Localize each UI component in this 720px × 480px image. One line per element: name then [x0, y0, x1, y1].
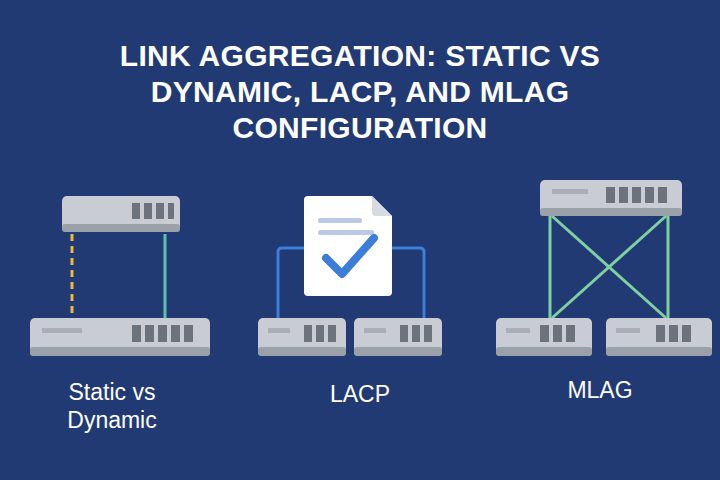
switch-icon — [258, 318, 346, 356]
mlag-links — [550, 216, 668, 318]
dynamic-link — [164, 234, 167, 318]
switch-icon — [62, 196, 180, 232]
static-link — [71, 234, 74, 318]
group-label: Static vs Dynamic — [37, 378, 187, 434]
title: LINK AGGREGATION: STATIC VS DYNAMIC, LAC… — [110, 38, 610, 146]
switch-icon — [540, 180, 682, 216]
switch-icon — [606, 318, 712, 356]
group-label: LACP — [300, 380, 420, 408]
group-label: MLAG — [540, 376, 660, 404]
switch-icon — [496, 318, 592, 356]
switch-icon — [30, 318, 210, 356]
switch-icon — [354, 318, 442, 356]
lacp-document-icon — [304, 196, 392, 296]
